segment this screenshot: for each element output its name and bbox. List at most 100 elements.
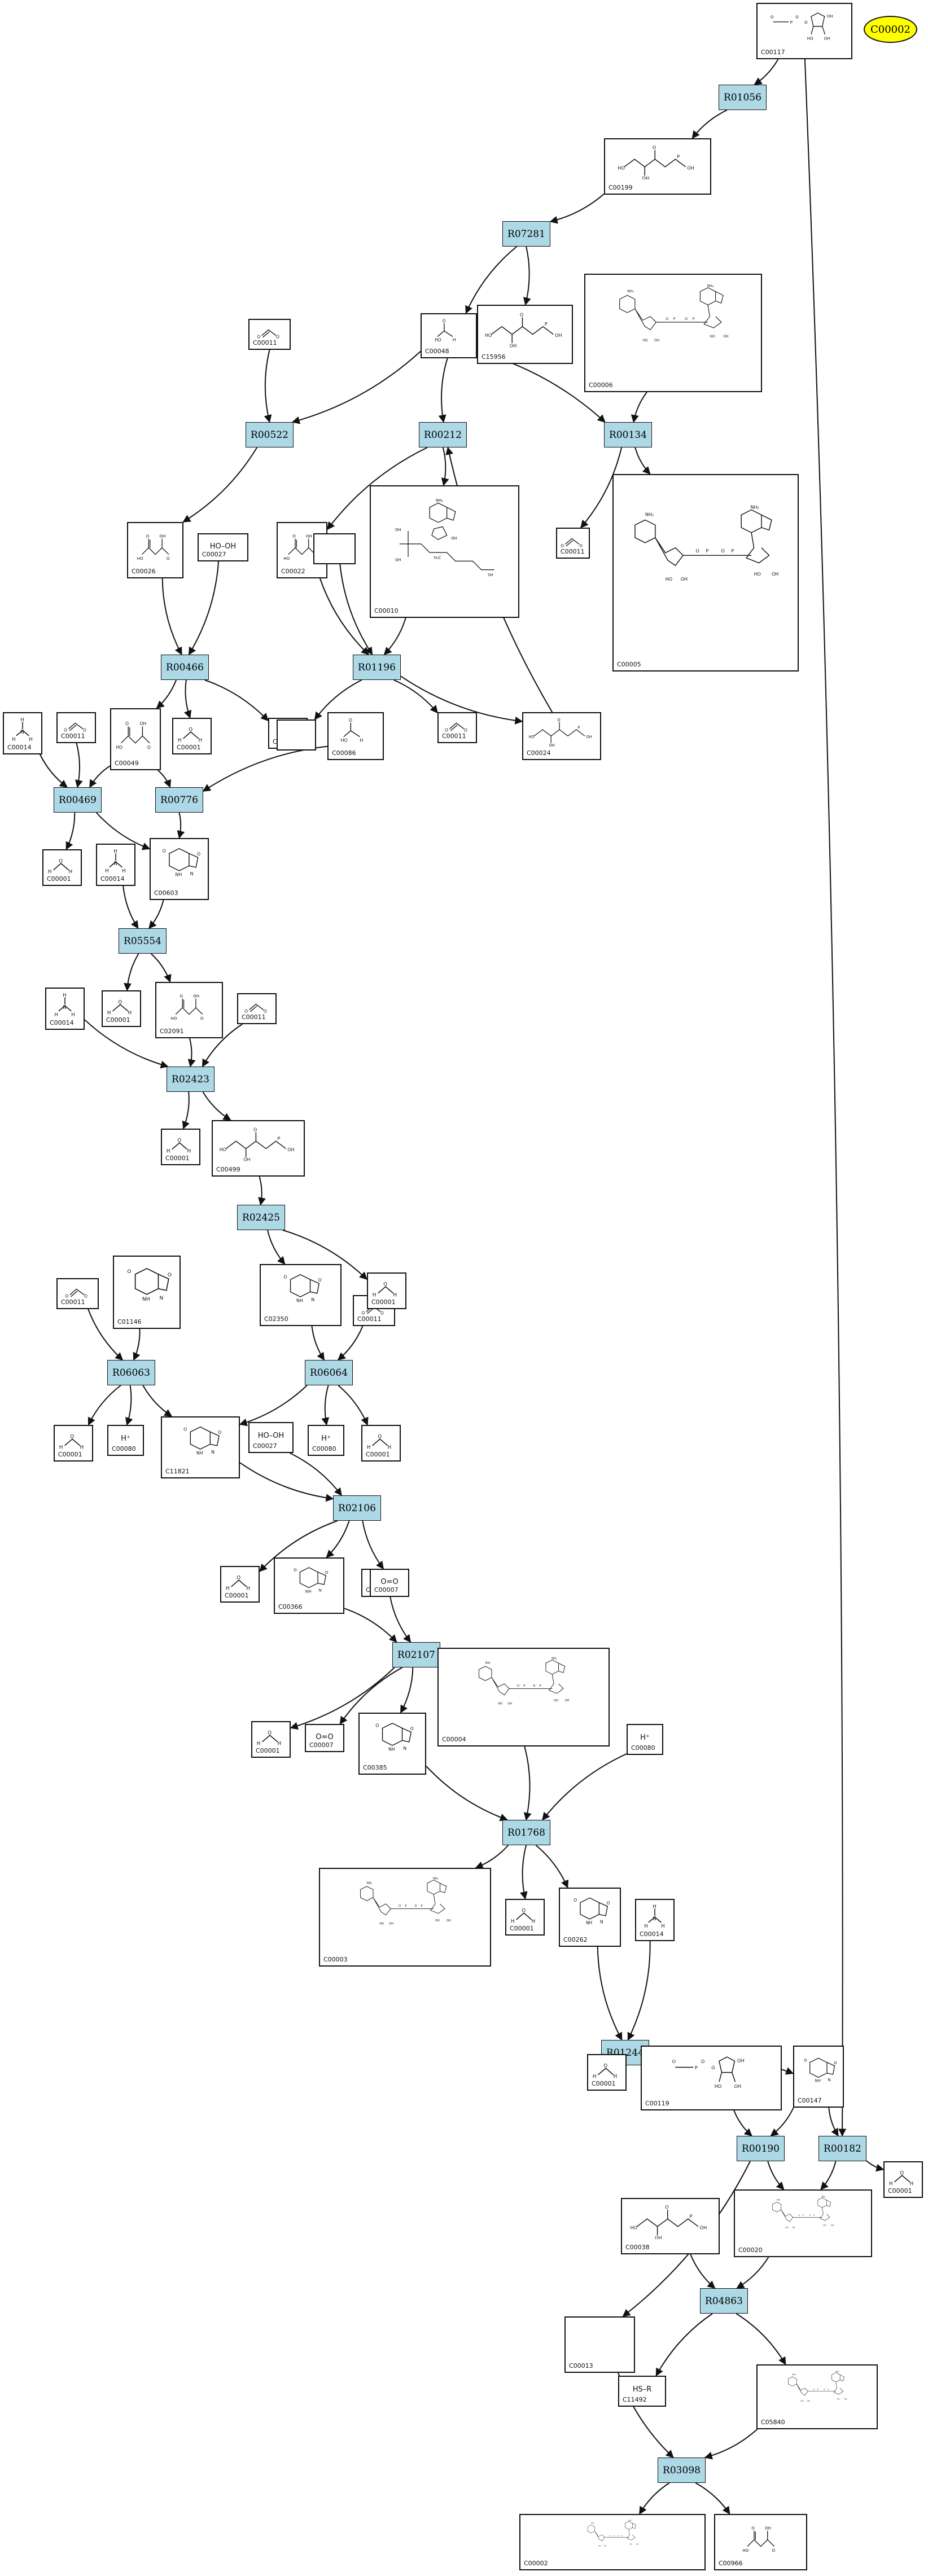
reaction-node[interactable]: R07281 [502, 221, 550, 247]
compound-node[interactable] [313, 533, 356, 564]
svg-text:HO: HO [340, 738, 347, 743]
compound-node[interactable]: H⁺C00080 [627, 1724, 663, 1755]
reaction-node[interactable]: R01056 [719, 85, 767, 110]
reaction-node[interactable]: R00469 [54, 787, 102, 813]
reaction-node[interactable]: R02423 [167, 1067, 215, 1092]
svg-text:O: O [59, 858, 63, 864]
svg-text:OH: OH [765, 2525, 771, 2530]
svg-text:O: O [804, 20, 808, 25]
svg-text:H: H [661, 1923, 664, 1929]
reaction-node[interactable]: R06063 [107, 1360, 155, 1385]
svg-text:OH: OH [555, 332, 562, 338]
pathway-edge [804, 59, 847, 2137]
svg-text:H: H [889, 2181, 893, 2187]
reaction-node[interactable]: R02425 [237, 1205, 285, 1230]
compound-node[interactable]: C00013 [564, 2316, 635, 2373]
reaction-node[interactable]: R00776 [155, 787, 203, 813]
reaction-node[interactable]: R04863 [700, 2288, 748, 2314]
compound-node[interactable] [277, 719, 316, 751]
reaction-node[interactable]: R01768 [502, 1820, 550, 1845]
reaction-node[interactable]: R02107 [392, 1642, 440, 1667]
svg-text:O: O [127, 1269, 131, 1275]
reaction-node[interactable]: R00182 [818, 2136, 866, 2161]
compound-node[interactable]: H⁺C00080 [107, 1425, 144, 1456]
water-structure: HOH [59, 1434, 84, 1450]
reaction-node[interactable]: R05554 [119, 928, 167, 954]
svg-text:H: H [12, 736, 15, 742]
reaction-node[interactable]: R00212 [419, 422, 467, 447]
reaction-node[interactable]: R01196 [353, 655, 401, 680]
compound-node[interactable]: H⁺C00080 [308, 1425, 344, 1456]
reaction-node[interactable]: R02106 [333, 1495, 381, 1521]
svg-text:OH: OH [844, 2398, 847, 2400]
reaction-node[interactable]: R06064 [305, 1360, 353, 1385]
svg-text:H₃C: H₃C [434, 556, 441, 560]
pathway-edge [183, 679, 192, 719]
reaction-node[interactable]: R03098 [658, 2457, 706, 2483]
reaction-node[interactable]: R00134 [604, 422, 652, 447]
reaction-node[interactable]: R00522 [246, 422, 294, 447]
reaction-node[interactable]: R00466 [161, 655, 209, 680]
reaction-node[interactable]: R00190 [737, 2136, 785, 2161]
pathway-edge [338, 1385, 369, 1426]
start-compound-node[interactable]: C00002 [864, 16, 917, 43]
